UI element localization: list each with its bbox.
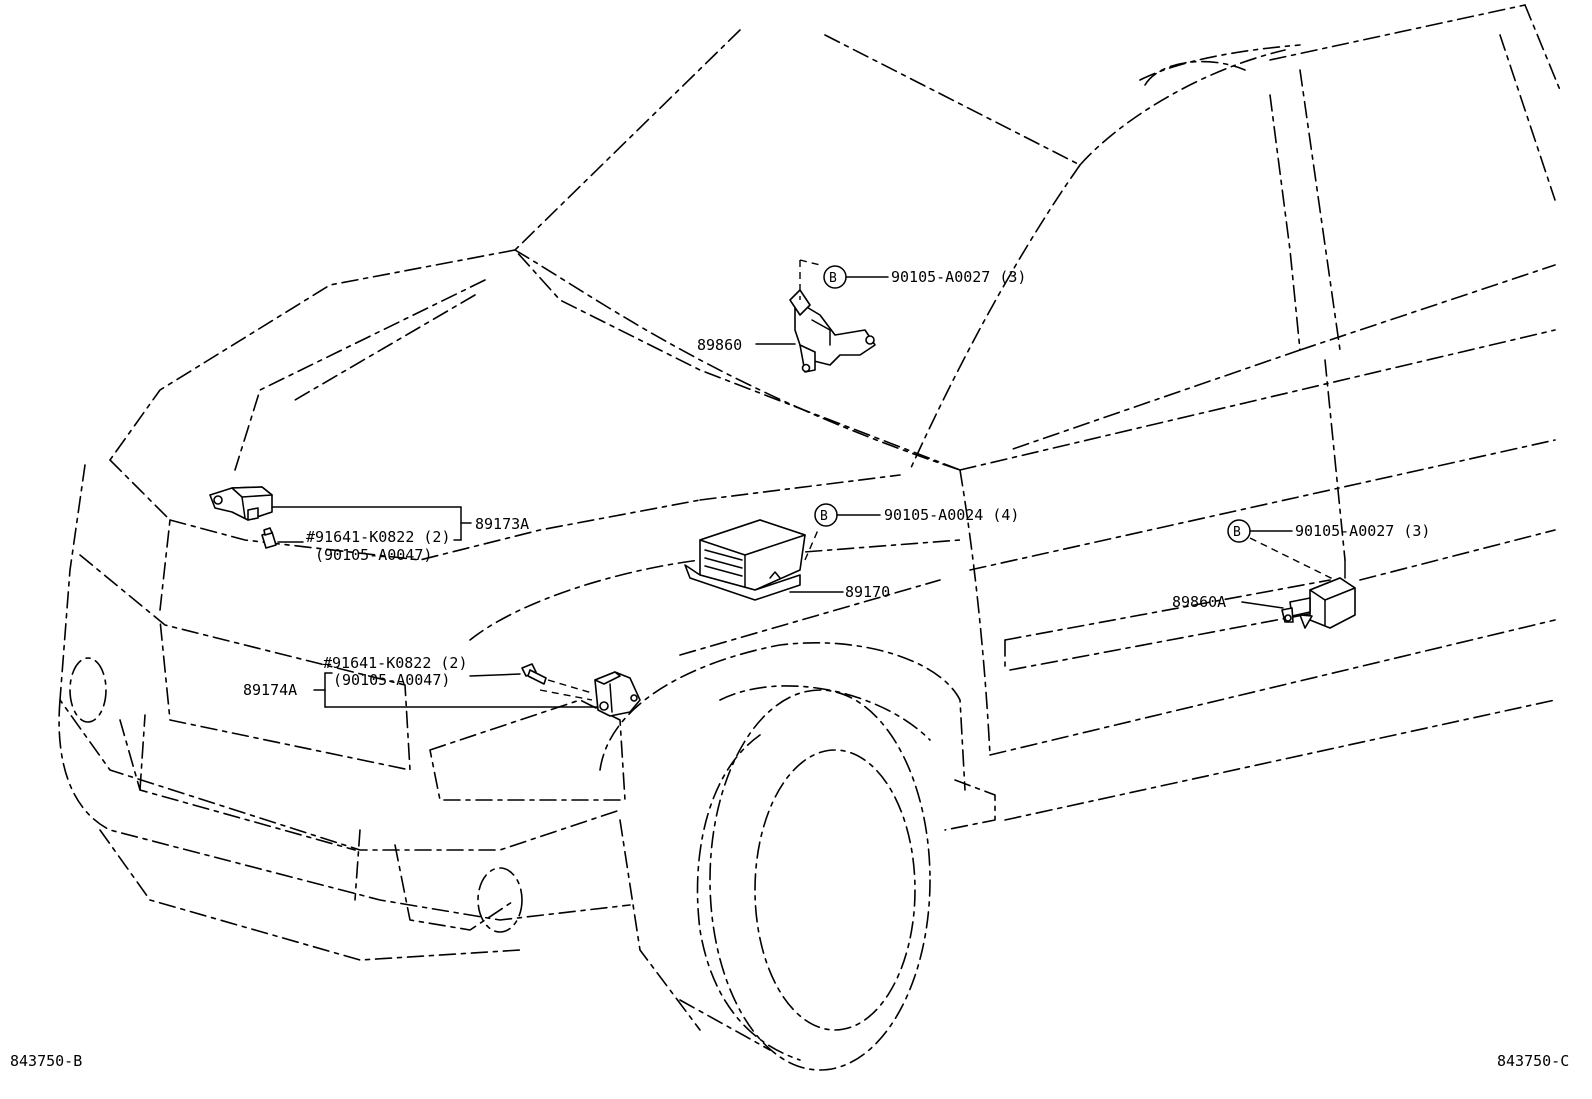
callout-89173A: 89173A [475, 515, 529, 533]
callout-91641-K0822-left: #91641-K0822 (2) [306, 528, 451, 546]
diagram-code-right: 843750-C [1497, 1052, 1569, 1070]
front-sensor-89174A-bolt [469, 663, 547, 685]
callout-90105-A0027-top: 90105-A0027 (3) [891, 268, 1026, 286]
door-sensor-89860A [1249, 537, 1356, 629]
bolt-marker-letter: B [820, 509, 828, 524]
bolt-marker-top: B [823, 265, 889, 289]
center-floor-sensor-89860 [789, 259, 876, 373]
diagram-code-left: 843750-B [10, 1052, 82, 1070]
callout-89860A: 89860A [1172, 593, 1226, 611]
front-sensor-89173A-bolt [261, 527, 304, 549]
front-sensor-89174A-leader [313, 672, 599, 708]
callout-89170: 89170 [845, 583, 890, 601]
callout-90105-A0047-right: (90105-A0047) [333, 671, 450, 689]
callout-90105-A0027-right: 90105-A0027 (3) [1295, 522, 1430, 540]
callout-90105-A0024: 90105-A0024 (4) [884, 506, 1019, 524]
bolt-marker-letter: B [829, 271, 837, 286]
vehicle-outline [58, 4, 1561, 1071]
callout-90105-A0047-left: (90105-A0047) [315, 546, 432, 564]
callout-89174A: 89174A [243, 681, 297, 699]
bolt-marker-center: B [814, 503, 881, 527]
bolt-marker-letter: B [1233, 525, 1241, 540]
callout-89860: 89860 [697, 336, 742, 354]
callout-91641-K0822-right: #91641-K0822 (2) [323, 654, 468, 672]
bolt-marker-right: B [1227, 519, 1293, 543]
front-sensor-89174A [539, 671, 641, 717]
airbag-module-89170 [684, 519, 819, 601]
front-sensor-89173A [209, 486, 472, 541]
